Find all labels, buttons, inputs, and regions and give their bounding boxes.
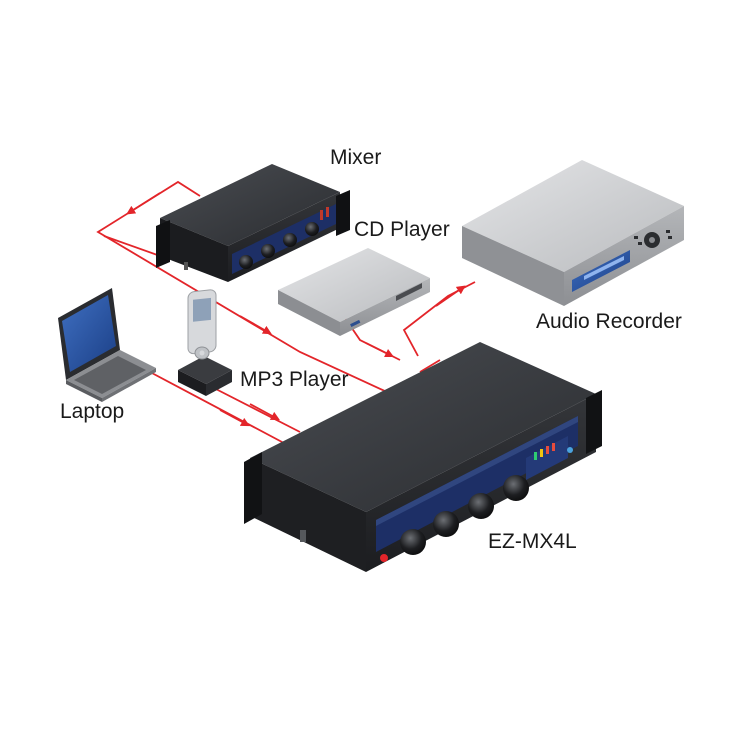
audio-recorder-device xyxy=(462,160,684,306)
laptop-label-group: Laptop xyxy=(60,400,124,423)
cd-player-device xyxy=(278,248,430,336)
mp3-player-label-group: MP3 Player xyxy=(240,368,349,391)
mixer-label-group: Mixer xyxy=(330,146,381,169)
cable-cd-to-mixer-in xyxy=(103,235,164,258)
cable-mixer-loop xyxy=(96,180,401,399)
cable-recorder xyxy=(402,281,476,373)
laptop-device xyxy=(58,288,156,402)
mixer-label: Mixer xyxy=(330,146,381,169)
laptop-label: Laptop xyxy=(60,400,124,423)
cable-mp3-player xyxy=(209,385,301,433)
audio-recorder-label: Audio Recorder xyxy=(536,310,682,333)
audio-recorder-label-group: Audio Recorder xyxy=(536,310,682,333)
mp3-player-label: MP3 Player xyxy=(240,368,349,391)
ez-mx4l-label: EZ-MX4L xyxy=(488,530,577,553)
mixer-device xyxy=(156,164,350,282)
ez-mx4l-device xyxy=(244,342,602,572)
cd-player-label-group: CD Player xyxy=(354,218,450,241)
cd-player-label: CD Player xyxy=(354,218,450,241)
mp3-player-device xyxy=(178,289,232,396)
ez-mx4l-label-group: EZ-MX4L xyxy=(488,530,577,553)
